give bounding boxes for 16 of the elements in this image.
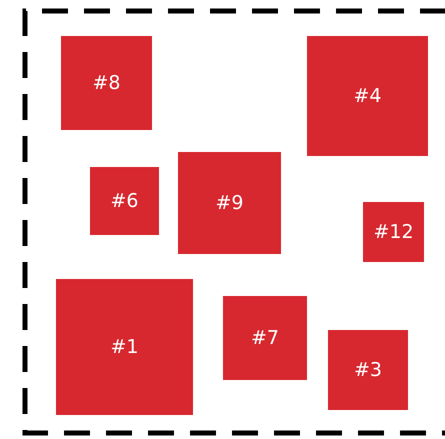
square-label: #9 <box>215 192 244 214</box>
square-label: #7 <box>250 327 279 349</box>
square-label: #8 <box>92 72 120 94</box>
square <box>90 167 159 235</box>
square <box>178 152 281 254</box>
square <box>223 296 307 380</box>
square <box>56 279 193 415</box>
square <box>307 36 428 156</box>
square-label: #6 <box>110 190 138 212</box>
square-label: #1 <box>110 336 138 358</box>
square-label: #4 <box>353 85 382 107</box>
square <box>61 36 152 130</box>
square-label: #12 <box>373 221 414 243</box>
square <box>363 202 424 262</box>
square <box>328 330 408 410</box>
square-label: #3 <box>354 359 382 381</box>
